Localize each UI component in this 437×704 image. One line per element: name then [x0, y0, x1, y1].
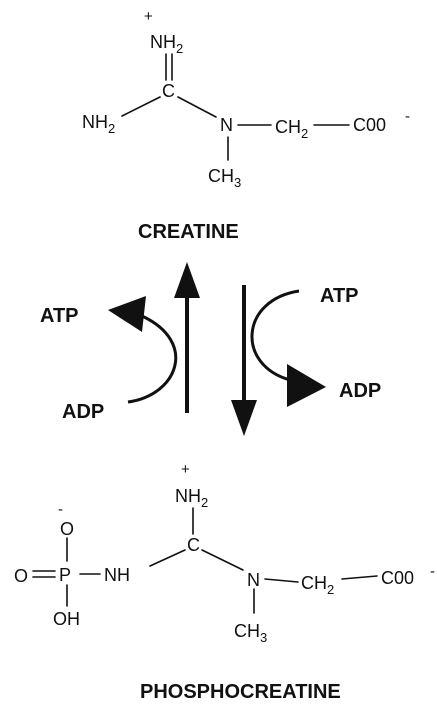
- pcr-carbon: C: [187, 535, 200, 555]
- adp-left-label: ADP: [62, 401, 104, 423]
- phosphocreatine-label: PHOSPHOCREATINE: [140, 681, 341, 703]
- pcr-oh: OH: [53, 609, 80, 629]
- pcr-negative-charge: -: [430, 563, 435, 580]
- pcr-oxygen-double: O: [14, 566, 28, 586]
- adp-right-label: ADP: [339, 380, 381, 402]
- creatine-label: CREATINE: [138, 221, 239, 243]
- pcr-bond-c-n: [201, 549, 244, 571]
- creatine-positive-charge: +: [144, 8, 153, 25]
- creatine-nh2-top: NH2: [150, 32, 183, 56]
- creatine-nitrogen: N: [220, 115, 233, 135]
- pcr-nh2-top: NH2: [175, 486, 208, 510]
- pcr-nitrogen: N: [247, 570, 260, 590]
- creatine-negative-charge: -: [405, 108, 410, 125]
- creatine-bond-c-nh2: [121, 96, 161, 117]
- pcr-ch2: CH2: [301, 573, 334, 597]
- creatine-ch3: CH3: [208, 166, 241, 190]
- pcr-bond-n-ch2: [264, 578, 299, 583]
- pcr-oxygen-top: O: [60, 519, 74, 539]
- pcr-ch3: CH3: [234, 621, 267, 645]
- up-arrow-head: [174, 262, 200, 298]
- creatine-carbon: C: [162, 81, 175, 101]
- right-curved-arrow-head: [287, 364, 326, 407]
- pcr-nh: NH: [104, 565, 130, 585]
- phosphocreatine-structure: + NH2 C N CH2 C00 - CH3 - O O P NH OH: [14, 461, 435, 645]
- pcr-coo: C00: [381, 568, 414, 588]
- pcr-bond-c-nh: [149, 549, 186, 567]
- creatine-nh2-left: NH2: [82, 112, 115, 136]
- reaction-arrows: [108, 262, 326, 436]
- left-curved-arrow: [127, 314, 178, 404]
- pcr-positive-charge: +: [181, 461, 190, 478]
- pcr-bond-ch2-coo: [341, 575, 378, 580]
- pcr-oxygen-negative-charge: -: [58, 501, 63, 518]
- atp-right-label: ATP: [320, 285, 359, 307]
- right-curved-arrow: [250, 289, 300, 382]
- creatine-ch2: CH2: [275, 117, 308, 141]
- creatine-coo: C00: [353, 115, 386, 135]
- down-arrow-head: [231, 400, 257, 436]
- pcr-phosphorus: P: [59, 565, 71, 585]
- creatine-bond-c-n: [177, 96, 217, 118]
- left-curved-arrow-head: [108, 296, 146, 332]
- creatine-structure: + NH2 C NH2 N CH2 C00 - CH3: [82, 8, 410, 190]
- atp-left-label: ATP: [40, 305, 79, 327]
